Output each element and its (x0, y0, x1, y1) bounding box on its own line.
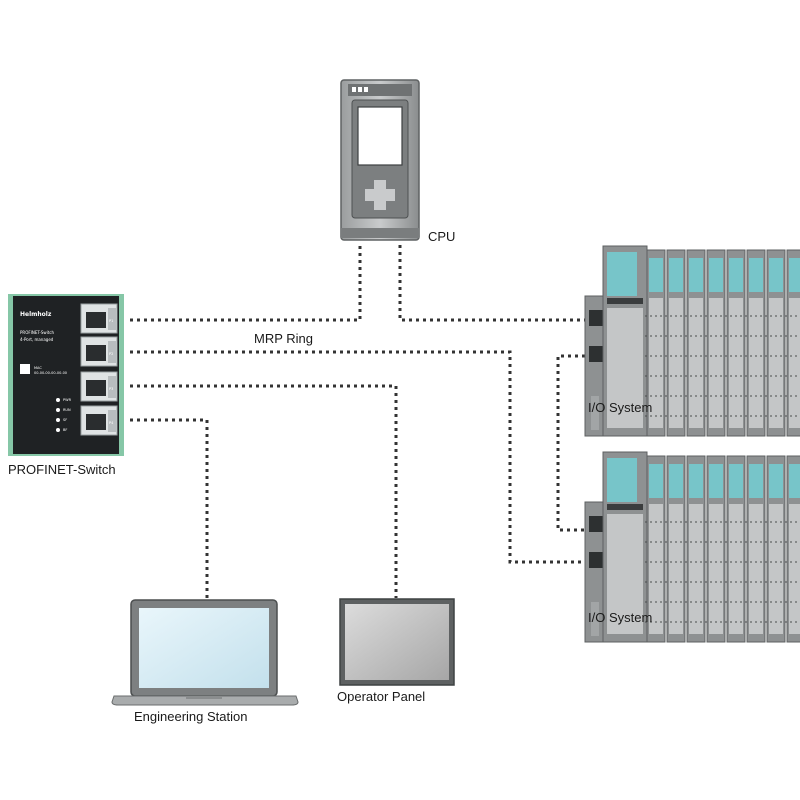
io-system-2-label: I/O System (588, 610, 652, 625)
mrp-ring-label: MRP Ring (254, 331, 313, 346)
line-switch-to-operator-panel (130, 384, 398, 598)
switch-port-3-label: P3 (109, 387, 113, 391)
cpu-label: CPU (428, 229, 455, 244)
io-system-1-label: I/O System (588, 400, 652, 415)
io-modules (646, 455, 800, 643)
line-switch-to-io2 (130, 350, 585, 564)
line-io1-to-io2 (556, 354, 585, 532)
switch-label-plate (20, 364, 30, 374)
io-modules (646, 249, 800, 437)
engineering-station-laptop: Engineering Station (111, 599, 299, 724)
io-system-2 (584, 451, 800, 643)
switch-led-bf: BF (63, 428, 67, 432)
mrp-line-switch-to-cpu (130, 245, 362, 322)
switch-port-3: P3 (80, 371, 118, 402)
operator-panel-device: Operator Panel (337, 598, 455, 704)
switch-port-1-label: P1 (109, 319, 113, 323)
line-switch-to-engineering-station (130, 418, 209, 600)
switch-brand: Helmholz (20, 311, 52, 318)
mrp-line-cpu-to-io1 (398, 245, 585, 322)
switch-label: PROFINET-Switch (8, 462, 116, 477)
switch-led-run: RUN (63, 408, 71, 412)
switch-mac-value: 00-00-00-00-00-00 (34, 371, 67, 375)
switch-port-4: P4 (80, 405, 118, 436)
switch-model-line1: PROFINET-Switch (20, 330, 55, 335)
io-system-1 (584, 245, 800, 437)
profinet-switch-device: Helmholz PROFINET-Switch 4-Port, managed… (8, 294, 124, 477)
switch-port-4-label: P4 (109, 421, 114, 425)
switch-port-1: P1 (80, 303, 118, 334)
switch-mac-label: MAC (34, 366, 42, 370)
connection-lines (130, 245, 585, 600)
switch-port-2-label: P2 (109, 352, 113, 356)
operator-panel-label: Operator Panel (337, 689, 425, 704)
switch-led-pwr: PWR (63, 398, 72, 402)
cpu-device: CPU (340, 79, 455, 244)
switch-model-line2: 4-Port, managed (20, 337, 54, 342)
switch-port-2: P2 (80, 336, 118, 367)
switch-led-sf: SF (63, 418, 67, 422)
engineering-station-label: Engineering Station (134, 709, 247, 724)
